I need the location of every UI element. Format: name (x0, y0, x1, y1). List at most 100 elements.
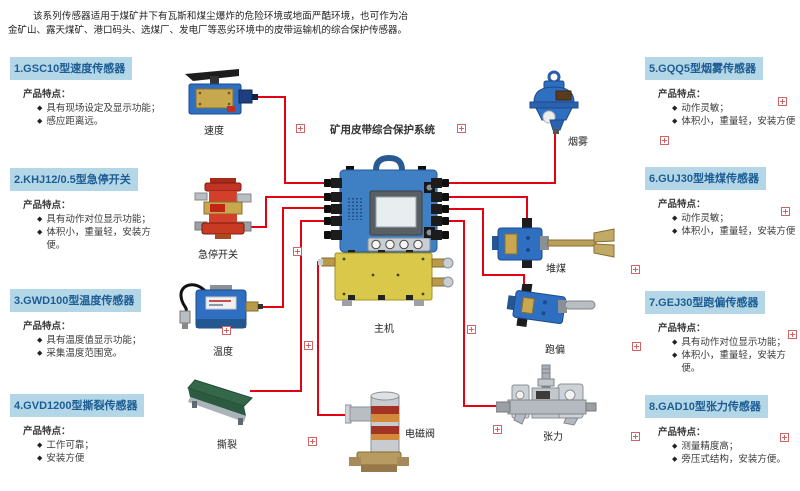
diamond-bullet-icon: ◆ (672, 215, 678, 222)
broken-image-icon (631, 265, 640, 274)
panel-temperature-sensor: 3.GWD100型温度传感器 产品特点： ◆具有温度值显示功能； ◆采集温度范围… (10, 289, 168, 360)
feature-text: 体积小，重量轻，安装方便 (681, 116, 796, 127)
deviation-sensor-image (502, 284, 597, 334)
feature-text: 采集温度范围宽。 (46, 348, 123, 359)
broken-image-icon (293, 247, 302, 256)
feature-item: ◆感应距离远。 (37, 115, 168, 128)
valve-label: 电磁阀 (405, 429, 435, 440)
panel-title: 5.GQQ5型烟雾传感器 (645, 57, 763, 80)
tension-label: 张力 (543, 432, 563, 443)
diamond-bullet-icon: ◆ (672, 228, 678, 235)
speed-label: 速度 (204, 126, 224, 137)
panel-speed-sensor: 1.GSC10型速度传感器 产品特点： ◆具有现场设定及显示功能； ◆感应距离远… (10, 57, 168, 128)
features-label: 产品特点： (658, 199, 706, 210)
broken-image-icon (660, 136, 669, 145)
smoke-label: 烟雾 (568, 137, 588, 148)
deviation-label: 跑偏 (545, 345, 565, 356)
system-title: 矿用皮带综合保护系统 (330, 124, 435, 136)
features-label: 产品特点： (23, 89, 71, 100)
feature-text: 测量精度高； (681, 441, 739, 452)
features-label: 产品特点： (658, 323, 706, 334)
features-label: 产品特点： (23, 321, 71, 332)
feature-text: 体积小，重量轻，安装方便。 (681, 350, 786, 374)
diamond-bullet-icon: ◆ (672, 339, 678, 346)
feature-text: 感应距离远。 (46, 116, 104, 127)
diamond-bullet-icon: ◆ (672, 352, 678, 359)
panel-title: 7.GEJ30型跑偏传感器 (645, 291, 766, 314)
temperature-sensor-image (172, 280, 264, 335)
feature-text: 体积小，重量轻，安装方便。 (46, 227, 151, 251)
feature-item: ◆具有动作对位显示功能； (672, 336, 800, 349)
diamond-bullet-icon: ◆ (672, 443, 678, 450)
feature-text: 具有动作对位显示功能； (681, 337, 786, 348)
broken-image-icon (222, 326, 231, 335)
feature-item: ◆具有温度值显示功能； (37, 334, 168, 347)
diamond-bullet-icon: ◆ (672, 456, 678, 463)
diamond-bullet-icon: ◆ (37, 455, 43, 462)
solenoid-valve-image (345, 390, 409, 475)
diamond-bullet-icon: ◆ (37, 350, 43, 357)
broken-image-icon (780, 433, 789, 442)
diamond-bullet-icon: ◆ (37, 337, 43, 344)
feature-text: 工作可靠； (46, 440, 94, 451)
panel-title: 8.GAD10型张力传感器 (645, 395, 768, 418)
coal-pile-sensor-image (490, 216, 618, 270)
features-label: 产品特点： (23, 426, 71, 437)
broken-image-icon (631, 432, 640, 441)
feature-item: ◆旁压式结构，安装方便。 (672, 453, 800, 466)
broken-image-icon (493, 425, 502, 434)
smoke-sensor-image (520, 70, 588, 134)
diamond-bullet-icon: ◆ (672, 118, 678, 125)
feature-item: ◆体积小，重量轻，安装方便。 (672, 349, 800, 375)
speed-sensor-image (183, 68, 259, 118)
feature-item: ◆体积小，重量轻，安装方便。 (37, 226, 168, 252)
features-label: 产品特点： (23, 200, 71, 211)
diamond-bullet-icon: ◆ (37, 229, 43, 236)
diamond-bullet-icon: ◆ (37, 105, 43, 112)
intro-text: 该系列传感器适用于煤矿井下有瓦斯和煤尘爆炸的危险环境或地面严酷环境，也可作为冶金… (8, 11, 408, 36)
feature-item: ◆采集温度范围宽。 (37, 347, 168, 360)
tension-sensor-image (496, 364, 598, 426)
panel-title: 6.GUJ30型堆煤传感器 (645, 167, 767, 190)
tear-label: 撕裂 (217, 440, 237, 451)
coal-label: 堆煤 (546, 264, 566, 275)
feature-text: 具有动作对位显示功能； (46, 214, 151, 225)
panel-estop-switch: 2.KHJ12/0.5型急停开关 产品特点： ◆具有动作对位显示功能； ◆体积小… (10, 168, 168, 252)
diamond-bullet-icon: ◆ (37, 216, 43, 223)
features-label: 产品特点： (658, 89, 706, 100)
panel-coal-pile-sensor: 6.GUJ30型堆煤传感器 产品特点： ◆动作灵敏； ◆体积小，重量轻，安装方便 (645, 167, 800, 238)
tear-sensor-image (182, 376, 260, 426)
estop-label: 急停开关 (198, 250, 238, 261)
feature-item: ◆安装方便 (37, 452, 168, 465)
temperature-label: 温度 (213, 347, 233, 358)
diamond-bullet-icon: ◆ (37, 442, 43, 449)
feature-text: 安装方便 (46, 453, 85, 464)
broken-image-icon (778, 97, 787, 106)
feature-text: 具有现场设定及显示功能； (46, 103, 161, 114)
feature-text: 体积小，重量轻，安装方便 (681, 226, 796, 237)
wire-smoke (448, 130, 556, 184)
feature-item: ◆具有动作对位显示功能； (37, 213, 168, 226)
panel-title: 1.GSC10型速度传感器 (10, 57, 133, 80)
broken-image-icon (308, 437, 317, 446)
panel-tear-sensor: 4.GVD1200型撕裂传感器 产品特点： ◆工作可靠； ◆安装方便 (10, 394, 168, 465)
feature-item: ◆体积小，重量轻，安装方便 (672, 115, 800, 128)
host-unit-image (318, 155, 455, 310)
panel-title: 2.KHJ12/0.5型急停开关 (10, 168, 138, 191)
broken-image-icon (467, 325, 476, 334)
panel-title: 3.GWD100型温度传感器 (10, 289, 142, 312)
diamond-bullet-icon: ◆ (672, 105, 678, 112)
host-label: 主机 (374, 324, 394, 335)
feature-item: ◆动作灵敏； (672, 102, 800, 115)
broken-image-icon (781, 207, 790, 216)
feature-item: ◆具有现场设定及显示功能； (37, 102, 168, 115)
feature-item: ◆工作可靠； (37, 439, 168, 452)
feature-text: 动作灵敏； (681, 103, 729, 114)
panel-deviation-sensor: 7.GEJ30型跑偏传感器 产品特点： ◆具有动作对位显示功能； ◆体积小，重量… (645, 291, 800, 375)
estop-switch-image (193, 176, 253, 240)
broken-image-icon (457, 124, 466, 133)
feature-item: ◆动作灵敏； (672, 212, 800, 225)
panel-smoke-sensor: 5.GQQ5型烟雾传感器 产品特点： ◆动作灵敏； ◆体积小，重量轻，安装方便 (645, 57, 800, 128)
panel-title: 4.GVD1200型撕裂传感器 (10, 394, 145, 417)
